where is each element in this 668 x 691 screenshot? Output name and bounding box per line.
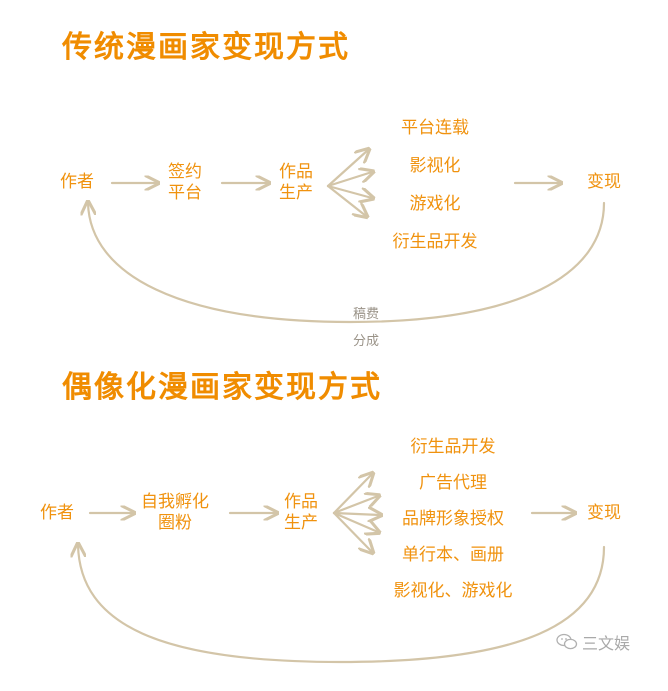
diagram2-title: 偶像化漫画家变现方式 — [62, 370, 382, 405]
watermark-text: 三文娱 — [582, 634, 631, 653]
d2-branch-1: 衍生品开发 — [410, 437, 496, 457]
d1-platform: 签约 平台 — [168, 162, 202, 204]
d2-branch-3: 品牌形象授权 — [402, 509, 504, 529]
d2-branch-2: 广告代理 — [419, 473, 487, 493]
d2-fan-arrow-5 — [332, 511, 372, 552]
d1-platform-line2: 平台 — [168, 183, 202, 203]
d1-fan-arrow-4 — [326, 184, 366, 216]
d1-production-line2: 生产 — [279, 183, 313, 203]
d2-fan-arrow-3 — [332, 513, 380, 515]
d2-fan-arrow-2 — [332, 496, 378, 515]
d1-branch-4: 衍生品开发 — [392, 232, 478, 252]
d1-branch-2: 影视化 — [409, 156, 461, 176]
d1-fan-arrow-1 — [326, 150, 368, 188]
d2-incubate: 自我孵化 圈粉 — [141, 492, 209, 534]
d1-fan-arrow-3 — [326, 184, 372, 198]
d1-production-line1: 作品 — [279, 162, 313, 182]
d2-author: 作者 — [40, 503, 74, 523]
d1-platform-line1: 签约 — [168, 162, 202, 182]
watermark: 三文娱 — [556, 630, 630, 654]
d2-production-line1: 作品 — [284, 492, 318, 512]
d2-fan-arrow-1 — [332, 474, 372, 515]
d2-branch-5: 影视化、游戏化 — [393, 581, 513, 601]
d1-branch-1: 平台连载 — [401, 118, 469, 138]
d2-branch-4: 单行本、画册 — [402, 545, 504, 565]
d2-result: 变现 — [587, 503, 621, 523]
d2-fan-arrow-4 — [332, 511, 378, 532]
d1-branch-3: 游戏化 — [409, 194, 461, 214]
wechat-icon — [556, 633, 578, 650]
d1-result: 变现 — [587, 172, 621, 192]
d1-feedback-loop — [88, 203, 606, 324]
d1-loop-label-line2: 分成 — [352, 334, 380, 349]
d2-production-line2: 生产 — [284, 513, 318, 533]
d2-incubate-line2: 圈粉 — [158, 513, 192, 533]
d1-author: 作者 — [60, 172, 94, 192]
diagram1-title: 传统漫画家变现方式 — [62, 30, 350, 65]
d2-incubate-line1: 自我孵化 — [141, 492, 209, 512]
d1-fan-arrow-2 — [326, 172, 372, 188]
d1-loop-label-line1: 稿费 — [352, 307, 380, 322]
d1-production: 作品 生产 — [279, 162, 313, 204]
d2-feedback-loop — [78, 545, 606, 664]
d2-production: 作品 生产 — [284, 492, 318, 534]
